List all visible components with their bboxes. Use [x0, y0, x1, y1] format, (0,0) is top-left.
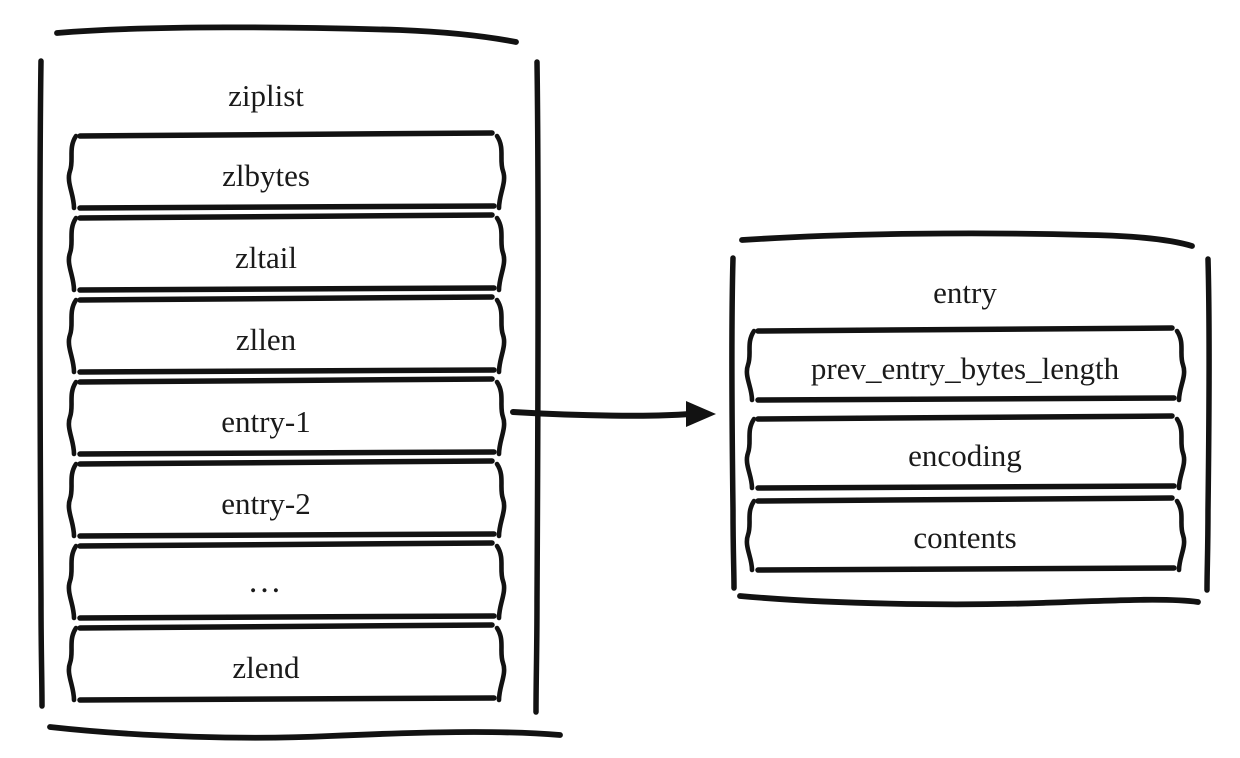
right-box-frame [729, 230, 1212, 608]
row-left-brace [66, 543, 79, 621]
right-row-3: contents [744, 495, 1187, 573]
right-box-title: entry [933, 275, 997, 310]
right-box-left-edge [729, 255, 737, 591]
left-box-right-edge [533, 59, 541, 715]
row-label: prev_entry_bytes_length [811, 351, 1120, 386]
row-right-brace [494, 379, 507, 457]
row-bottom-line [77, 613, 497, 621]
row-right-brace [494, 625, 507, 703]
right-row-1: prev_entry_bytes_length [744, 325, 1187, 403]
row-label: encoding [908, 438, 1022, 473]
row-left-brace [66, 625, 79, 703]
left-box-left-edge [37, 58, 45, 709]
row-bottom-line [77, 285, 497, 293]
left-box-bottom-edge [47, 724, 563, 741]
row-left-brace [66, 297, 79, 375]
left-row-1: zlbytes [66, 130, 507, 211]
row-bottom-line [77, 531, 497, 539]
left-box-top-edge [54, 24, 519, 45]
row-right-brace [1174, 328, 1187, 403]
right-box-top-edge [739, 230, 1195, 249]
row-label: entry-2 [221, 486, 311, 521]
row-right-brace [1174, 498, 1187, 573]
row-right-brace [494, 297, 507, 375]
row-label: entry-1 [221, 404, 311, 439]
row-left-brace [66, 133, 79, 211]
row-label: … [248, 563, 285, 600]
connector-arrow [510, 401, 716, 427]
arrow-head-icon [686, 401, 716, 427]
row-right-brace [1174, 416, 1187, 491]
row-right-brace [494, 133, 507, 211]
row-label: zllen [236, 322, 297, 357]
row-right-brace [494, 543, 507, 621]
row-top-line [77, 376, 495, 385]
row-bottom-line [755, 565, 1177, 573]
right-box-right-edge [1204, 256, 1212, 593]
row-top-line [77, 130, 495, 139]
left-row-6: … [66, 540, 507, 621]
row-left-brace [66, 215, 79, 293]
row-bottom-line [77, 695, 497, 703]
arrow-shaft [510, 409, 693, 419]
left-box-title: ziplist [228, 78, 304, 113]
row-left-brace [744, 328, 757, 403]
left-row-4: entry-1 [66, 376, 507, 457]
right-row-2: encoding [744, 413, 1187, 491]
left-box-ziplist: ziplist zlbytes zltail [37, 24, 563, 741]
row-label: zlend [232, 650, 300, 685]
left-row-2: zltail [66, 212, 507, 293]
row-bottom-line [77, 449, 497, 457]
left-row-7: zlend [66, 622, 507, 703]
row-left-brace [744, 498, 757, 573]
row-left-brace [66, 461, 79, 539]
row-label: contents [913, 520, 1016, 555]
row-right-brace [494, 461, 507, 539]
row-bottom-line [77, 367, 497, 375]
row-top-line [755, 495, 1175, 504]
row-right-brace [494, 215, 507, 293]
row-top-line [755, 325, 1175, 334]
left-box-frame [37, 24, 563, 741]
row-bottom-line [755, 483, 1177, 491]
row-bottom-line [755, 395, 1177, 403]
row-left-brace [66, 379, 79, 457]
row-top-line [77, 540, 495, 549]
left-row-3: zllen [66, 294, 507, 375]
right-box-entry: entry prev_entry_bytes_length encoding [729, 230, 1212, 608]
right-box-bottom-edge [737, 593, 1201, 608]
row-top-line [77, 212, 495, 221]
row-bottom-line [77, 203, 497, 211]
row-top-line [77, 622, 495, 631]
row-top-line [77, 294, 495, 303]
row-top-line [77, 458, 495, 467]
left-row-5: entry-2 [66, 458, 507, 539]
row-left-brace [744, 416, 757, 491]
row-label: zltail [235, 240, 297, 275]
row-label: zlbytes [222, 158, 310, 193]
row-top-line [755, 413, 1175, 422]
